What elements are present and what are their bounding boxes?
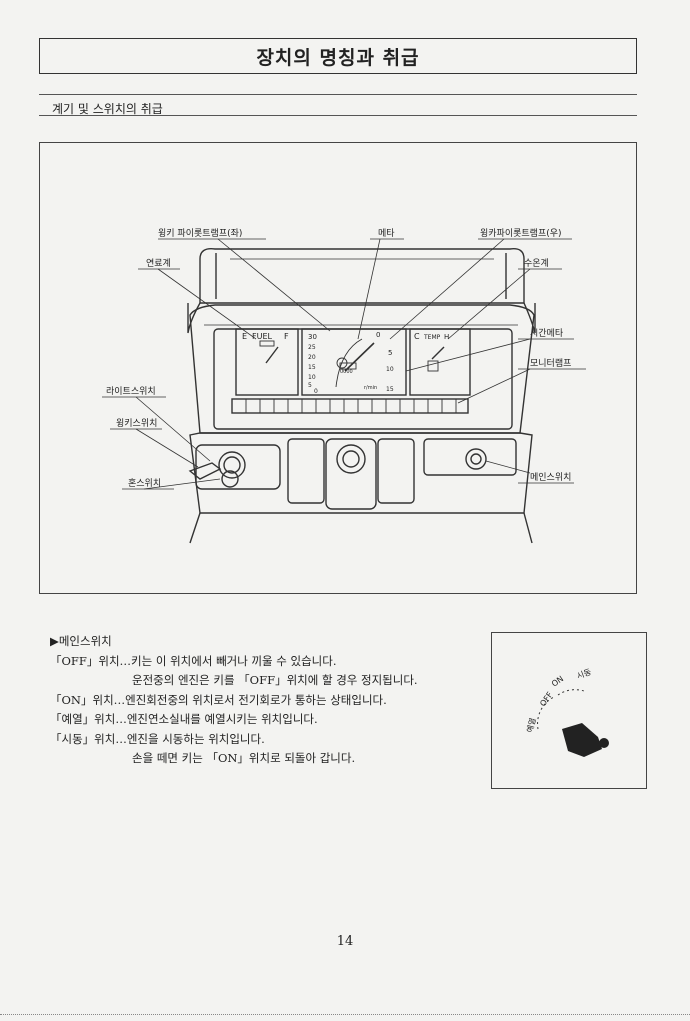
dashboard-diagram: E FUEL F C TEMP H 30 25 20 15 10 5 0 0 5… <box>39 142 637 594</box>
label-temp-gauge: 수온계 <box>524 259 549 269</box>
start-position-note: 손을 떼면 키는 「ON」위치로 되돌아 갑니다. <box>132 751 356 765</box>
tach-tick-10: 10 <box>308 374 316 381</box>
label-winker-pilot-left: 윙키 파이롯트램프(좌) <box>158 229 243 239</box>
section-title: 계기 및 스위치의 취급 <box>52 102 163 116</box>
label-meter: 메타 <box>378 229 395 239</box>
tach-right-10: 10 <box>386 366 394 373</box>
page-number: 14 <box>336 934 354 949</box>
temp-c-mark: C <box>414 332 420 341</box>
tach-tick-30: 30 <box>308 333 317 341</box>
fuel-f-mark: F <box>284 332 289 341</box>
off-position-note: 운전중의 엔진은 키를 「OFF」위치에 할 경우 정지됩니다. <box>132 673 418 687</box>
tach-right-5: 5 <box>388 349 392 357</box>
tach-tick-15: 15 <box>308 364 316 371</box>
tach-tick-20: 20 <box>308 354 316 361</box>
label-monitor-lamp: 모니터램프 <box>530 359 572 369</box>
label-main-switch: 메인스위치 <box>530 473 572 483</box>
rpm-unit: r/min <box>364 385 377 391</box>
tach-tick-5: 5 <box>308 382 312 389</box>
label-winker-pilot-right: 윙카파이롯트램프(우) <box>480 229 562 239</box>
section-rule-bottom <box>39 115 637 116</box>
preheat-position-line: 「예열」위치…엔진연소실내를 예열시키는 위치입니다. <box>50 712 318 726</box>
section-rule-top <box>39 94 637 95</box>
page-title: 장치의 명칭과 취급 <box>256 46 420 69</box>
bottom-rule <box>0 1014 690 1015</box>
tach-tick-25: 25 <box>308 344 316 351</box>
key-off-label: OFF <box>538 690 554 708</box>
page-title-box: 장치의 명칭과 취급 <box>39 38 637 74</box>
tach-tick-0: 0 <box>314 388 318 395</box>
fuel-word: FUEL <box>252 332 273 341</box>
key-icon <box>562 723 602 757</box>
key-on-label: ON <box>550 674 565 688</box>
tach-right-0: 0 <box>376 331 380 339</box>
fuel-e-mark: E <box>242 332 247 341</box>
label-hour-meter: 시간메타 <box>530 329 564 339</box>
hour-display: 0000 <box>340 369 353 375</box>
dashboard-illustration: E FUEL F C TEMP H 30 25 20 15 10 5 0 0 5… <box>102 238 586 544</box>
main-switch-heading: ▶메인스위치 <box>50 634 112 648</box>
label-light-switch: 라이트스위치 <box>106 387 156 397</box>
key-switch-illustration: OFF ON 시동 예열 <box>524 667 609 757</box>
key-start-label: 시동 <box>576 667 593 680</box>
main-switch-text: ▶메인스위치 「OFF」위치…키는 이 위치에서 빼거나 끼울 수 있습니다. … <box>50 632 480 769</box>
temp-h-mark: H <box>444 333 449 341</box>
start-position-line: 「시동」위치…엔진을 시동하는 위치입니다. <box>50 731 265 746</box>
on-position-line: 「ON」위치…엔진회전중의 위치로서 전기회로가 통하는 상태입니다. <box>50 692 387 707</box>
temp-word: TEMP <box>423 334 441 341</box>
label-horn-switch: 혼스위치 <box>128 479 162 489</box>
key-switch-diagram: OFF ON 시동 예열 <box>491 632 647 789</box>
label-winker-switch: 윙키스위치 <box>116 419 158 429</box>
label-fuel-gauge: 연료계 <box>146 259 171 269</box>
off-position-line: 「OFF」위치…키는 이 위치에서 빼거나 끼울 수 있습니다. <box>50 653 337 668</box>
key-preheat-label: 예열 <box>524 717 537 734</box>
tach-right-15: 15 <box>386 386 394 393</box>
